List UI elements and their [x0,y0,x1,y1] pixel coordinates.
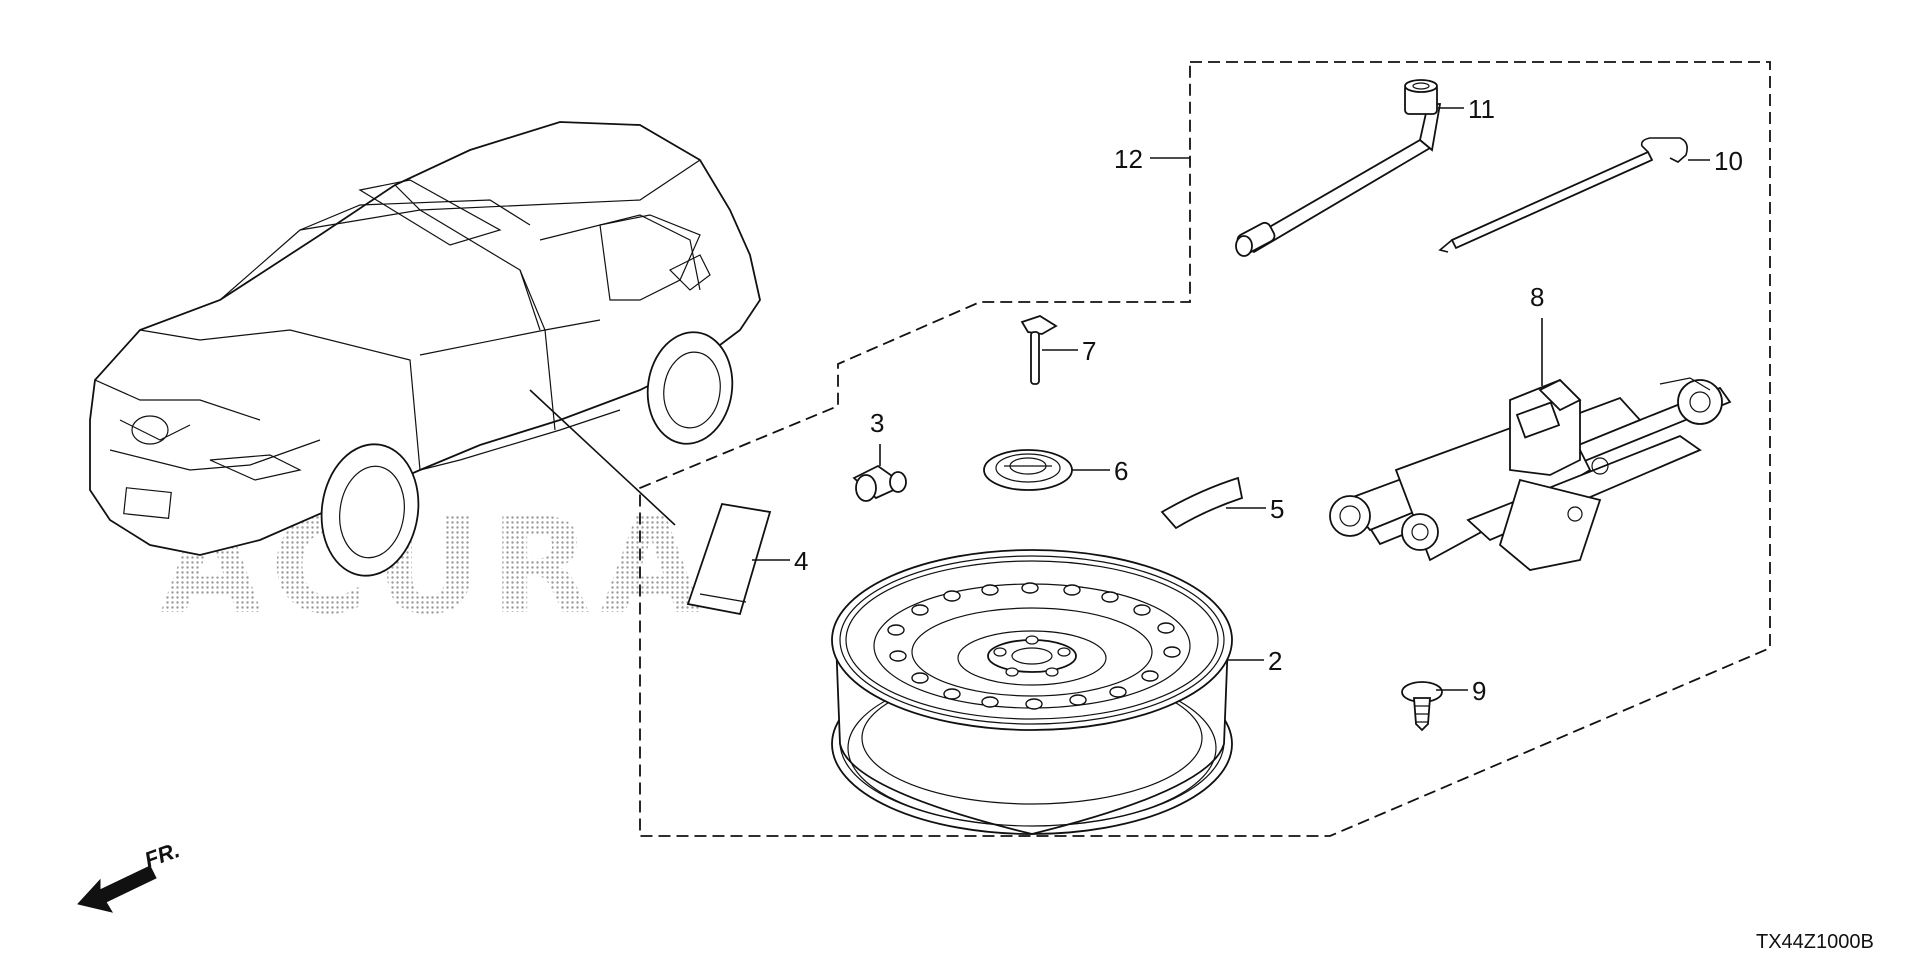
front-arrow-icon [77,865,157,913]
callout-number: 6 [1114,456,1128,486]
callout-11: 10 [1688,146,1743,176]
callout-10: 11 [1438,94,1495,124]
callout-number: 3 [870,408,884,438]
pantograph-jack [1329,377,1732,571]
callout-4: 4 [752,546,808,576]
callout-3: 3 [870,408,884,466]
kit-group-boundary [639,61,1771,837]
spare-wheel [831,549,1233,835]
diagram-code: TX44Z1000B [1756,931,1874,953]
label-sticker [686,502,772,616]
callout-2: 2 [1228,646,1282,676]
callout-number: 9 [1472,676,1486,706]
center-cap [983,449,1073,491]
push-clip [1401,681,1443,732]
front-direction-indicator: FR. [77,837,183,913]
callout-number: 10 [1714,146,1743,176]
callout-8: 8 [1530,282,1544,386]
callout-number: 8 [1530,282,1544,312]
callout-number: 5 [1270,494,1284,524]
caution-label [1160,476,1244,530]
callout-number: 12 [1114,144,1143,174]
callout-number: 7 [1082,336,1096,366]
clip-bolt [1020,315,1058,385]
callout-5: 5 [1226,494,1284,524]
callout-12: 12 [1114,144,1190,174]
callout-9: 9 [1436,676,1486,706]
callout-number: 11 [1468,94,1495,124]
front-label: FR. [141,837,183,873]
jack-handle [1438,137,1688,253]
vehicle-illustration [89,121,761,577]
callout-6: 6 [1072,456,1128,486]
valve-stem [852,464,907,502]
callout-7: 7 [1042,336,1096,366]
wheel-nut-wrench [1235,79,1442,257]
vehicle-leader-line [529,389,676,526]
callout-number: 4 [794,546,808,576]
callout-number: 2 [1268,646,1282,676]
